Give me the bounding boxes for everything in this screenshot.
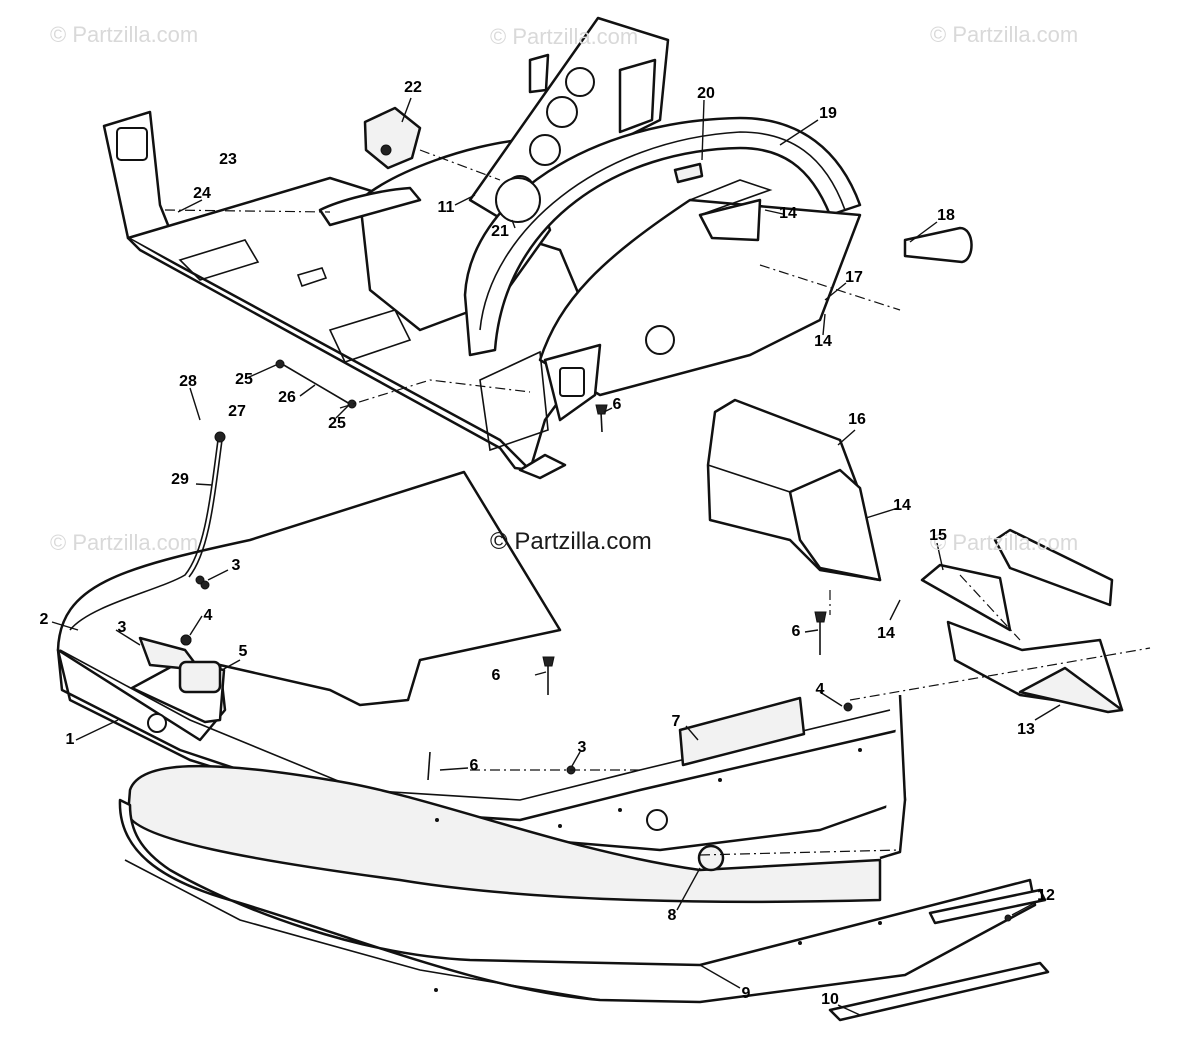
callout-1: 1 — [65, 731, 75, 748]
callout-28: 28 — [179, 373, 197, 390]
watermark-mid-left: © Partzilla.com — [50, 530, 199, 555]
callout-21: 21 — [491, 223, 509, 240]
callout-25: 25 — [235, 371, 253, 388]
callout-6: 6 — [612, 396, 622, 413]
callout-11: 11 — [437, 199, 455, 216]
bumper-18 — [903, 226, 973, 264]
callout-16: 16 — [848, 411, 866, 428]
callout-10: 10 — [821, 991, 839, 1008]
leader-lines — [51, 97, 1061, 1016]
decal-20 — [673, 162, 704, 184]
callout-14: 14 — [814, 333, 832, 350]
callout-14: 14 — [779, 205, 797, 222]
callout-17: 17 — [845, 269, 863, 286]
callout-3: 3 — [117, 619, 127, 636]
callout-14: 14 — [877, 625, 895, 642]
watermark-top-right: © Partzilla.com — [930, 22, 1079, 47]
cable-29 — [69, 439, 219, 631]
callout-22: 22 — [404, 79, 422, 96]
grommet-21 — [495, 177, 541, 223]
watermark-top-center: © Partzilla.com — [490, 24, 639, 49]
watermark-mid-right: © Partzilla.com — [930, 530, 1079, 555]
callout-19: 19 — [819, 105, 837, 122]
callout-2: 2 — [39, 611, 49, 628]
callout-9: 9 — [741, 985, 751, 1002]
callout-6: 6 — [491, 667, 501, 684]
callout-25: 25 — [328, 415, 346, 432]
callout-6: 6 — [791, 623, 801, 640]
callout-4: 4 — [815, 681, 825, 698]
callout-27: 27 — [228, 403, 246, 420]
callout-24: 24 — [193, 185, 211, 202]
callout-12: 12 — [1037, 887, 1055, 904]
callout-13: 13 — [1017, 721, 1035, 738]
trim-strip — [828, 888, 1050, 1022]
callout-6: 6 — [469, 757, 479, 774]
callout-23: 23 — [219, 151, 237, 168]
callout-20: 20 — [697, 85, 715, 102]
plate-7 — [678, 696, 806, 767]
callout-8: 8 — [667, 907, 677, 924]
chassis-frame — [102, 16, 862, 480]
callout-18: 18 — [937, 207, 955, 224]
watermark-top-left: © Partzilla.com — [50, 22, 199, 47]
callout-7: 7 — [671, 713, 681, 730]
watermark-center: © Partzilla.com — [490, 528, 652, 555]
callout-15: 15 — [929, 527, 947, 544]
footrest-16 — [706, 398, 882, 582]
callout-3: 3 — [231, 557, 241, 574]
footrest-13 — [920, 528, 1124, 714]
callout-5: 5 — [238, 643, 248, 660]
callout-3: 3 — [577, 739, 587, 756]
switch-22 — [363, 106, 422, 170]
callout-26: 26 — [278, 389, 296, 406]
callout-14: 14 — [893, 497, 911, 514]
callout-29: 29 — [171, 471, 189, 488]
callout-4: 4 — [203, 607, 213, 624]
